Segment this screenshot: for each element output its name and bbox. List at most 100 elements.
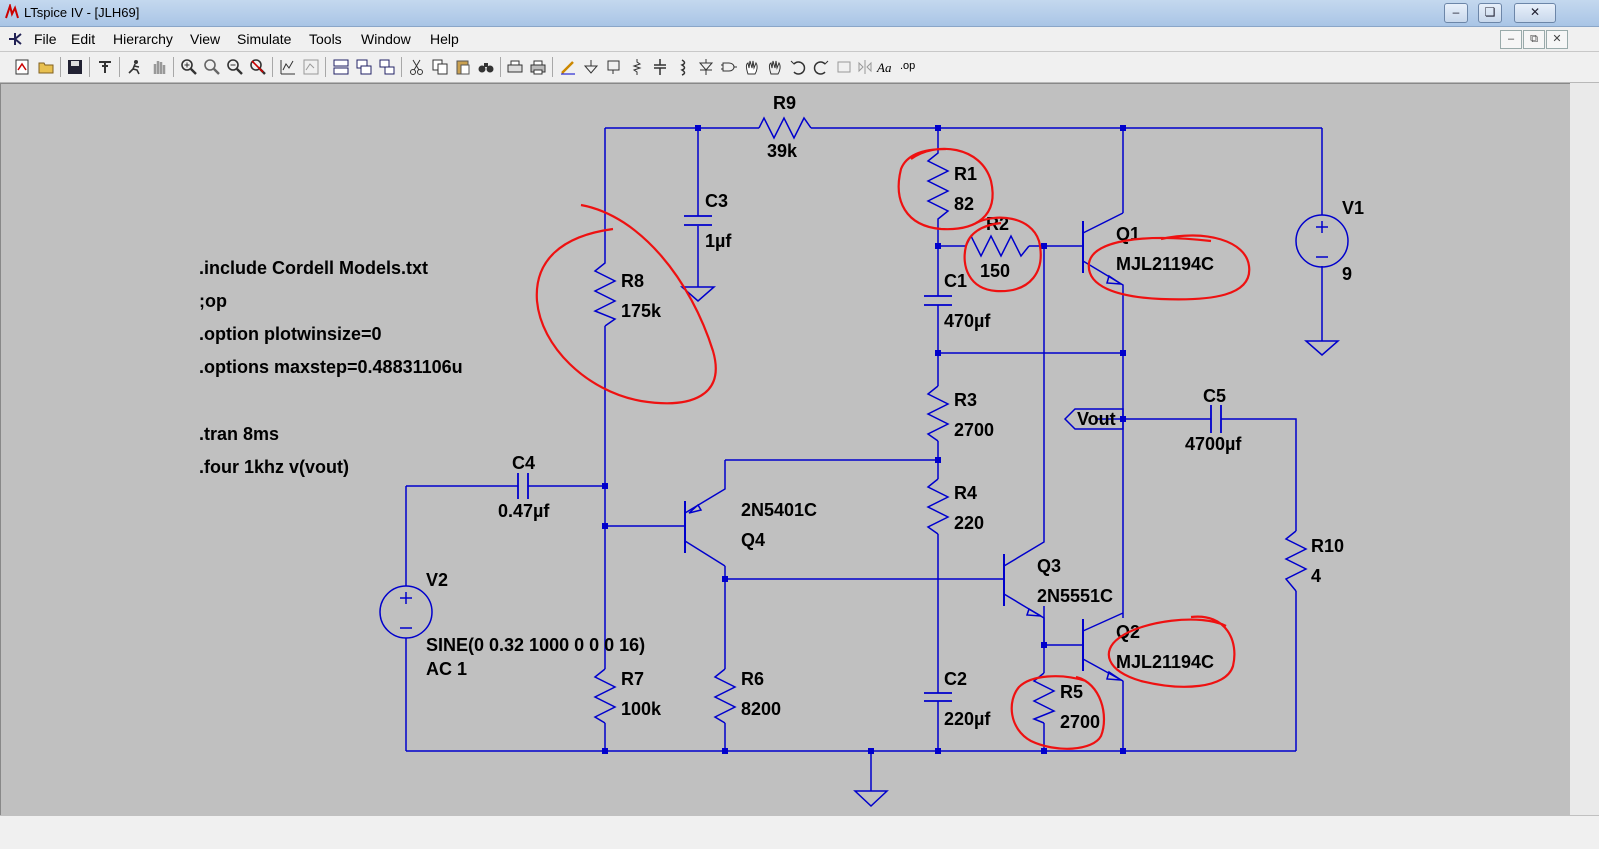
find-icon[interactable] [477, 58, 495, 76]
label-r3-value: 2700 [954, 420, 994, 440]
resistor-r3[interactable] [926, 385, 950, 442]
capacitor-c3[interactable] [684, 215, 712, 226]
drag-icon[interactable] [766, 58, 784, 76]
label-r9-name: R9 [773, 93, 796, 113]
resistor-r1[interactable] [926, 146, 950, 234]
menu-help[interactable]: Help [430, 31, 459, 47]
capacitor-c1[interactable] [924, 295, 952, 306]
transistor-q3[interactable] [1003, 536, 1045, 645]
minimize-button[interactable]: – [1444, 3, 1468, 23]
resistor-r5[interactable] [1031, 672, 1056, 724]
mirror-icon[interactable] [856, 58, 874, 76]
print-preview-icon[interactable] [506, 58, 524, 76]
move-icon[interactable] [743, 58, 761, 76]
capacitor-c5[interactable] [1210, 405, 1222, 433]
schematic-svg: Vout R9 39k C3 1µf R1 82 R2 150 C1 470µf [199, 93, 1364, 808]
mdi-minimize-button[interactable]: – [1500, 30, 1522, 49]
voltage-source-v2[interactable] [379, 585, 433, 639]
print-icon[interactable] [529, 58, 547, 76]
directive-line[interactable]: .include Cordell Models.txt [199, 258, 428, 278]
capacitor-c2[interactable] [924, 692, 952, 702]
diode-icon[interactable] [697, 58, 715, 76]
copy-icon[interactable] [431, 58, 449, 76]
ground-icon [1304, 340, 1340, 356]
autorange-icon[interactable] [279, 58, 297, 76]
run-icon[interactable] [126, 58, 144, 76]
zoom-out-icon[interactable] [203, 58, 221, 76]
directive-line[interactable]: .options maxstep=0.48831106u [199, 357, 463, 377]
cut-icon[interactable] [408, 58, 426, 76]
undo-icon[interactable] [789, 58, 807, 76]
resistor-r4[interactable] [926, 478, 950, 535]
maximize-button[interactable]: ❏ [1478, 3, 1502, 23]
label-c2-value: 220µf [944, 709, 991, 729]
label-c1-value: 470µf [944, 311, 991, 331]
label-c4-name: C4 [512, 453, 535, 473]
resistor-r8[interactable] [593, 229, 617, 327]
menu-hierarchy[interactable]: Hierarchy [113, 31, 173, 47]
text-icon[interactable]: Aa [877, 60, 892, 75]
net-label-vout[interactable]: Vout [1063, 408, 1124, 430]
label-r4-value: 220 [954, 513, 984, 533]
ground-icon[interactable] [582, 58, 600, 76]
vertical-scrollbar[interactable] [1570, 83, 1599, 815]
transistor-q2[interactable] [1082, 612, 1124, 682]
directive-line[interactable]: .option plotwinsize=0 [199, 324, 382, 344]
annotation-circle-r8 [535, 203, 717, 405]
label-v2-value2: AC 1 [426, 659, 467, 679]
menu-window[interactable]: Window [361, 31, 411, 47]
menu-edit[interactable]: Edit [71, 31, 96, 47]
menu-file[interactable]: File [34, 31, 57, 47]
cascade-icon[interactable] [378, 58, 396, 76]
voltage-source-v1[interactable] [1295, 214, 1349, 268]
new-schematic-icon[interactable] [13, 58, 31, 76]
wire-icon[interactable] [559, 58, 577, 76]
paste-icon[interactable] [454, 58, 472, 76]
annotation-circle-q2 [1107, 615, 1236, 688]
title-bar: LTspice IV - [JLH69] – ❏ ✕ [0, 0, 1599, 27]
redo-icon[interactable] [812, 58, 830, 76]
mdi-restore-button[interactable]: ⧉ [1523, 30, 1545, 49]
zoom-in-icon[interactable] [180, 58, 198, 76]
annotation-circle-q1 [1087, 234, 1251, 301]
directive-line[interactable]: .tran 8ms [199, 424, 279, 444]
zoom-cancel-icon[interactable] [249, 58, 267, 76]
label-q3-name: Q3 [1037, 556, 1061, 576]
component-icon[interactable] [720, 58, 738, 76]
annotation-circle-r5 [1010, 675, 1105, 750]
menu-tools[interactable]: Tools [309, 31, 342, 47]
tile-vertical-icon[interactable] [355, 58, 373, 76]
schematic-canvas[interactable]: Vout R9 39k C3 1µf R1 82 R2 150 C1 470µf [0, 83, 1571, 816]
label-r1-value: 82 [954, 194, 974, 214]
resistor-r2[interactable] [965, 234, 1030, 258]
menu-view[interactable]: View [190, 31, 221, 47]
resistor-r9[interactable] [758, 116, 812, 140]
halt-icon[interactable] [150, 58, 168, 76]
directive-line[interactable]: ;op [199, 291, 227, 311]
transistor-q4[interactable] [684, 483, 726, 567]
directive-line[interactable]: .four 1khz v(vout) [199, 457, 349, 477]
capacitor-c4[interactable] [517, 473, 529, 499]
mdi-close-button[interactable]: ✕ [1546, 30, 1568, 49]
resistor-icon[interactable] [628, 58, 646, 76]
control-panel-icon[interactable] [96, 58, 114, 76]
resistor-r10[interactable] [1284, 530, 1308, 592]
open-icon[interactable] [37, 58, 55, 76]
zoom-fit-icon[interactable] [226, 58, 244, 76]
resistor-r6[interactable] [713, 668, 737, 724]
capacitor-icon[interactable] [651, 58, 669, 76]
resistor-r7[interactable] [593, 668, 617, 724]
tile-horizontal-icon[interactable] [332, 58, 350, 76]
spice-directives[interactable]: .include Cordell Models.txt ;op .option … [199, 258, 463, 477]
close-button[interactable]: ✕ [1514, 3, 1556, 23]
label-r8-name: R8 [621, 271, 644, 291]
rotate-icon[interactable] [835, 58, 853, 76]
spice-directive-icon[interactable]: .op [900, 60, 916, 72]
menu-simulate[interactable]: Simulate [237, 31, 292, 47]
label-icon[interactable] [605, 58, 623, 76]
label-c4-value: 0.47µf [498, 501, 550, 521]
plot-settings-icon[interactable] [302, 58, 320, 76]
label-v2-name: V2 [426, 570, 448, 590]
inductor-icon[interactable] [674, 58, 692, 76]
save-icon[interactable] [66, 58, 84, 76]
